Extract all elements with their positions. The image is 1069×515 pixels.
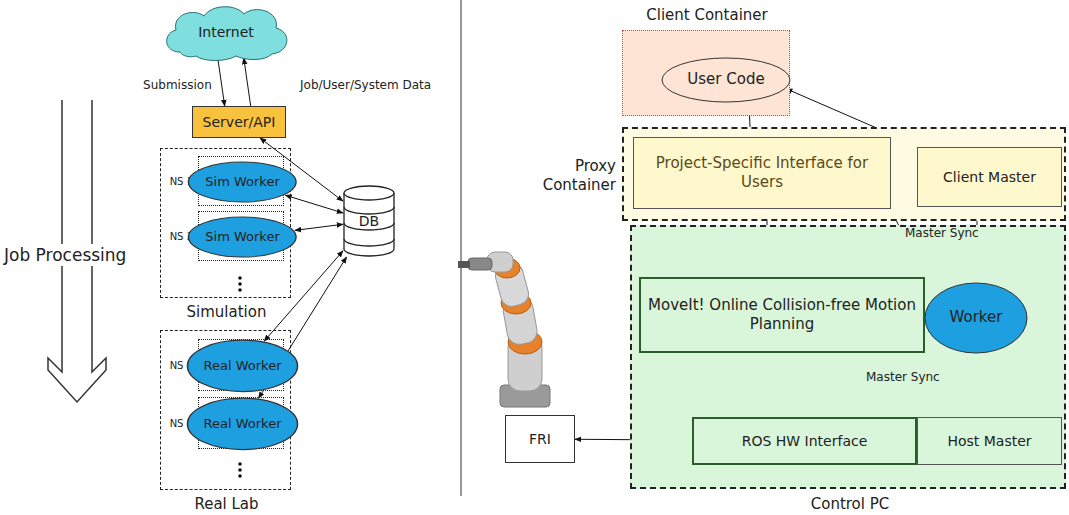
node-label: FRI <box>529 430 551 448</box>
worker-ellipse: Real Worker <box>186 339 299 393</box>
connector <box>218 58 225 106</box>
worker-ellipse: Sim Worker <box>187 216 297 258</box>
node-label: ROS HW Interface <box>742 432 868 450</box>
node-label: DB <box>359 212 379 230</box>
user-code-ellipse: User Code <box>661 57 791 103</box>
node-label: Sim Worker <box>205 174 279 191</box>
client-master-box: Client Master <box>917 147 1062 207</box>
edge-label: Job/User/System Data <box>300 78 431 92</box>
node-label: Real Worker <box>204 358 282 375</box>
group-heading: Control PC <box>632 495 1068 514</box>
edge-label: Master Sync <box>905 226 979 240</box>
simulation-group: SimulationNS 1Sim WorkerNS 2Sim Worker <box>160 148 291 298</box>
node-label: Host Master <box>947 432 1031 450</box>
hw-interface-box: ROS HW Interface <box>692 417 917 465</box>
server-box: Server/API <box>192 106 286 138</box>
client-container: Client ContainerUser Code <box>622 30 790 116</box>
node-label: Client Master <box>943 168 1036 186</box>
divider-line <box>461 0 462 496</box>
host-master-box: Host Master <box>917 417 1062 465</box>
node-label: Project-Specific Interface for Users <box>634 154 890 193</box>
real-lab-group: Real LabNS 1Real WorkerNS 2Real Worker <box>160 330 291 490</box>
node-label: Internet <box>198 23 254 41</box>
namespace-box: NS 1Real Worker <box>198 339 284 391</box>
connector <box>244 58 251 106</box>
node-label: Sim Worker <box>205 229 279 246</box>
edge-label: Submission <box>143 78 212 92</box>
process-label: Job Processing <box>2 244 128 266</box>
robot-arm <box>458 252 550 407</box>
edge-label: Master Sync <box>866 370 940 384</box>
worker-ellipse: Sim Worker <box>187 161 297 203</box>
group-heading: Real Lab <box>141 495 312 514</box>
internet-cloud: Internet <box>160 2 292 62</box>
proxy-container: Proxy ContainerProject-Specific Interfac… <box>622 127 1066 221</box>
connector <box>295 224 343 230</box>
interface-box: Project-Specific Interface for Users <box>633 137 891 209</box>
node-label: Server/API <box>203 113 276 131</box>
namespace-box: NS 2Real Worker <box>198 397 284 449</box>
worker-ellipse: Worker <box>924 282 1028 354</box>
node-label: Worker <box>950 308 1003 328</box>
node-label: Real Worker <box>204 416 282 433</box>
connector <box>285 195 343 213</box>
fri-box: FRI <box>505 415 575 463</box>
group-heading: Client Container <box>623 6 791 25</box>
group-heading: Simulation <box>141 303 312 322</box>
namespace-box: NS 2Sim Worker <box>198 211 284 261</box>
node-label: User Code <box>687 70 764 90</box>
namespace-box: NS 1Sim Worker <box>198 156 284 206</box>
connector <box>264 251 343 341</box>
group-heading: Proxy Container <box>540 129 616 223</box>
database-cylinder: DB <box>343 185 395 257</box>
motion-planning-box: MoveIt! Online Collision-free Motion Pla… <box>639 277 925 353</box>
node-label: MoveIt! Online Collision-free Motion Pla… <box>641 296 923 335</box>
worker-ellipse: Real Worker <box>186 397 299 451</box>
control-pc: Control PCMoveIt! Online Collision-free … <box>630 225 1066 489</box>
